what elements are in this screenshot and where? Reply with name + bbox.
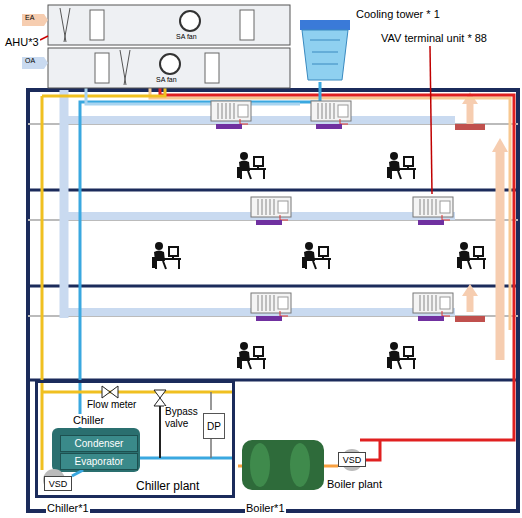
condenser-box: Condenser [60, 435, 138, 452]
part-label: Boiler*1 [245, 502, 286, 515]
part-label: Bypass valve [164, 406, 202, 429]
node-text: Condenser [75, 438, 124, 449]
dp-box: DP [203, 413, 225, 439]
node-text: VSD [343, 455, 362, 465]
part-label: VAV terminal unit * 88 [380, 32, 488, 45]
pipe-connector [72, 470, 83, 476]
air-label: OA [24, 57, 36, 65]
fan-label: SA fan [175, 33, 198, 41]
node-text: Evaporator [75, 456, 124, 467]
vsd-box: VSD [338, 452, 366, 467]
node-text: Chiller plant [136, 479, 199, 493]
plant-panel: Chiller plant CondenserEvaporator DP VSD [35, 380, 235, 498]
evaporator-box: Evaporator [60, 453, 138, 470]
node-text: VSD [49, 479, 68, 489]
part-label: Chiller [72, 414, 105, 427]
part-label: Chiller*1 [46, 502, 90, 515]
air-label: EA [24, 14, 35, 22]
vsd-box: VSD [44, 476, 72, 491]
fan-label: SA fan [155, 76, 178, 84]
part-label: AHU*3 [4, 36, 40, 49]
part-label: Cooling tower * 1 [355, 8, 441, 21]
part-label: Boiler plant [326, 478, 383, 491]
node-text: DP [207, 421, 221, 432]
part-label: Flow meter [86, 399, 137, 411]
